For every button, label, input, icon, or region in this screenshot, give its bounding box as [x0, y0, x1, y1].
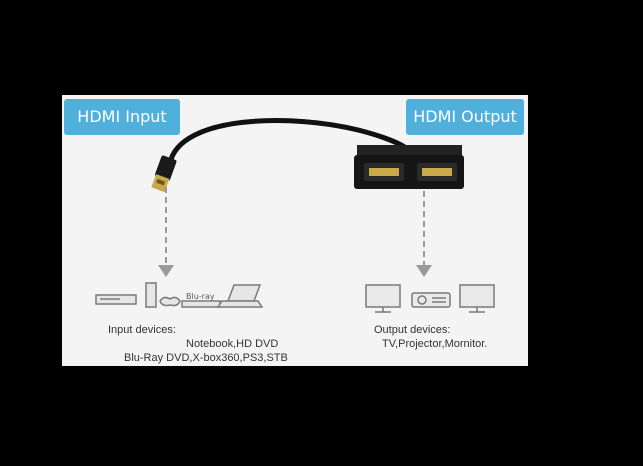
hdmi-splitter-body: [354, 145, 464, 189]
monitor-icon: [459, 284, 495, 313]
svg-text:Blu-ray: Blu-ray: [186, 292, 215, 301]
monitor-icon: [365, 284, 401, 313]
output-devices-line-1: TV,Projector,Mornitor.: [382, 338, 488, 350]
hdmi-output-port-1: [364, 163, 404, 181]
input-devices-line-2: Blu-Ray DVD,X-box360,PS3,STB: [124, 352, 288, 364]
game-console-icon: [145, 282, 181, 308]
output-devices-title: Output devices:: [374, 324, 451, 336]
input-devices-title: Input devices:: [108, 324, 176, 336]
dvd-player-icon: [95, 294, 137, 305]
hdmi-output-port-2: [417, 163, 457, 181]
hdmi-output-badge: HDMI Output: [406, 99, 524, 135]
input-devices-line-1: Notebook,HD DVD: [186, 338, 279, 350]
hdmi-splitter-illustration: Blu-ray: [95, 118, 495, 313]
laptop-icon: [216, 284, 264, 308]
projector-icon: [411, 292, 451, 308]
hdmi-cable: [167, 118, 415, 166]
blu-ray-icon: Blu-ray: [181, 292, 221, 308]
input-arrow: [158, 187, 174, 277]
hdmi-input-badge: HDMI Input: [64, 99, 180, 135]
hdmi-input-plug: [151, 155, 177, 193]
output-arrow: [416, 191, 432, 277]
product-image-panel: Blu-ray HDMI Input HDMI Output Input dev…: [62, 95, 528, 366]
